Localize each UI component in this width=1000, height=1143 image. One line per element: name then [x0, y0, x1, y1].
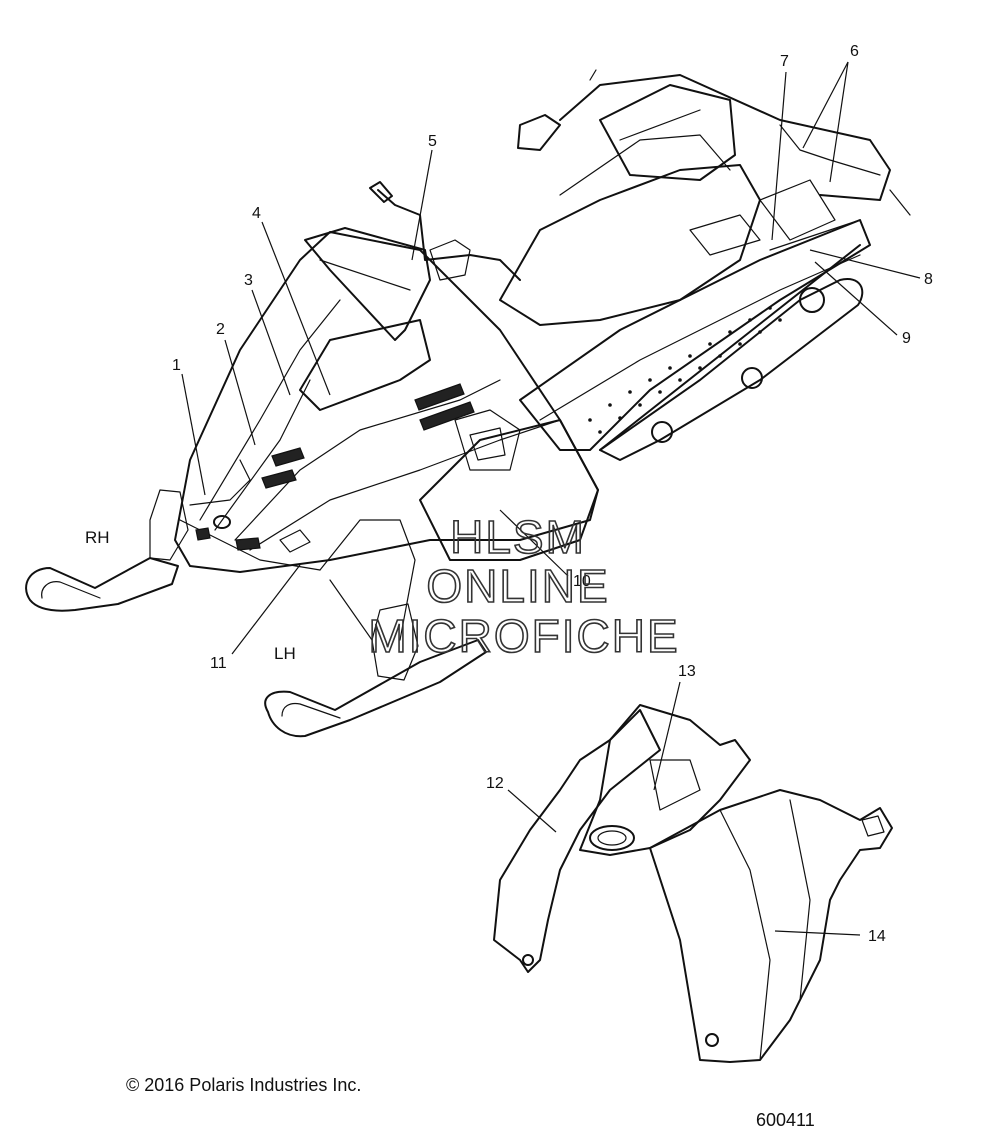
callout-9: 9	[902, 330, 911, 347]
callout-6: 6	[850, 43, 859, 60]
callout-11: 11	[210, 655, 227, 672]
drawing-number: 600411	[756, 1110, 815, 1130]
watermark-line-2: ONLINE	[426, 560, 609, 612]
callout-14: 14	[868, 928, 886, 945]
copyright-text: © 2016 Polaris Industries Inc.	[126, 1075, 361, 1095]
snowmobile-drawing	[25, 69, 911, 738]
callout-13: 13	[678, 663, 696, 680]
callout-10: 10	[573, 573, 591, 590]
track	[599, 278, 864, 461]
side-panel-13	[579, 704, 751, 856]
left-ski	[264, 639, 487, 738]
windshield	[304, 227, 431, 341]
callout-3: 3	[244, 272, 253, 289]
tunnel-rivets	[588, 306, 782, 434]
side-panel	[419, 419, 599, 561]
rh-label: RH	[85, 528, 110, 547]
rear-rack	[559, 74, 891, 201]
callout-12: 12	[486, 775, 504, 792]
side-panel-12	[493, 709, 661, 973]
callout-8: 8	[924, 271, 933, 288]
right-ski	[25, 557, 179, 612]
callout-labels: 1 2 3 4 5 6 7 8 9 10 11 12 13 14 RH LH	[85, 43, 933, 945]
callout-5: 5	[428, 133, 437, 150]
watermark: HLSM ONLINE MICROFICHE	[368, 510, 679, 663]
right-spindle	[149, 489, 189, 561]
left-spindle	[371, 603, 419, 681]
callout-7: 7	[780, 53, 789, 70]
lh-label: LH	[274, 644, 296, 663]
handlebar	[377, 189, 521, 281]
side-panel-14	[649, 789, 893, 1063]
callout-4: 4	[252, 205, 261, 222]
side-panels-drawing	[493, 704, 893, 1063]
backrest	[599, 84, 736, 181]
watermark-line-1: HLSM	[450, 511, 586, 563]
callout-1: 1	[172, 357, 181, 374]
watermark-line-3: MICROFICHE	[368, 610, 679, 662]
leader-lines	[181, 61, 921, 936]
seat	[499, 164, 761, 326]
callout-2: 2	[216, 321, 225, 338]
